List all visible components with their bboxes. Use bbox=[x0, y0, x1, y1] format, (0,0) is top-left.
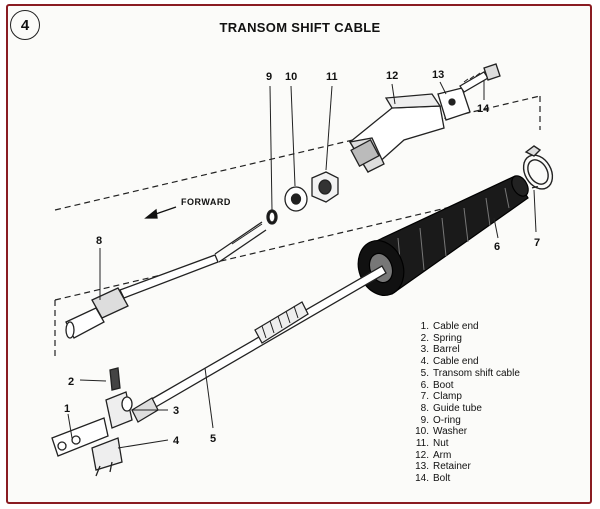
callout-5: 5 bbox=[210, 433, 216, 445]
step-number-badge: 4 bbox=[10, 10, 40, 40]
callout-14: 14 bbox=[477, 103, 490, 115]
clamp bbox=[522, 145, 554, 190]
bolt bbox=[459, 63, 501, 93]
callout-8: 8 bbox=[96, 235, 102, 247]
callout-7: 7 bbox=[534, 237, 540, 249]
callout-9: 9 bbox=[266, 71, 272, 83]
legend-item: 1.Cable end bbox=[420, 321, 479, 332]
callout-12: 12 bbox=[386, 70, 398, 82]
arm bbox=[348, 93, 445, 174]
legend-item: 8.Guide tube bbox=[420, 402, 482, 414]
legend-item: 13.Retainer bbox=[415, 461, 471, 473]
o-ring-hole bbox=[268, 211, 276, 223]
callout-4: 4 bbox=[173, 435, 180, 447]
forward-arrow bbox=[144, 206, 177, 219]
callout-1: 1 bbox=[64, 403, 70, 415]
forward-label: FORWARD bbox=[181, 197, 231, 207]
legend-item: 7.Clamp bbox=[420, 391, 462, 403]
legend-item: 5.Transom shift cable bbox=[420, 367, 520, 379]
legend-item: 4.Cable end bbox=[420, 356, 479, 368]
boot bbox=[357, 175, 529, 296]
legend-item: 10.Washer bbox=[415, 426, 468, 438]
figure-title: TRANSOM SHIFT CABLE bbox=[219, 20, 381, 35]
leader-lines bbox=[67, 80, 537, 449]
legend-item: 2.Spring bbox=[420, 332, 462, 344]
cable-end-lower bbox=[91, 437, 123, 471]
guide-tube bbox=[65, 221, 267, 339]
callout-11: 11 bbox=[326, 71, 338, 83]
callout-2: 2 bbox=[68, 376, 74, 388]
legend-item: 14.Bolt bbox=[415, 473, 451, 485]
legend-item: 6.Boot bbox=[420, 379, 454, 391]
callout-6: 6 bbox=[494, 241, 500, 253]
spring bbox=[109, 367, 121, 391]
callout-10: 10 bbox=[285, 71, 297, 83]
callout-3: 3 bbox=[173, 405, 179, 417]
parts-legend: 1.Cable end 2.Spring 3.Barrel 4.Cable en… bbox=[411, 321, 520, 485]
legend-item: 12.Arm bbox=[415, 449, 452, 461]
legend-item: 3.Barrel bbox=[420, 344, 460, 356]
legend-item: 9.O-ring bbox=[420, 414, 461, 426]
callout-13: 13 bbox=[432, 69, 444, 81]
transom-shift-cable bbox=[131, 265, 387, 423]
callouts: 1 2 3 4 5 6 7 8 9 10 11 12 13 14 bbox=[64, 69, 540, 447]
legend-item: 11.Nut bbox=[415, 438, 449, 450]
